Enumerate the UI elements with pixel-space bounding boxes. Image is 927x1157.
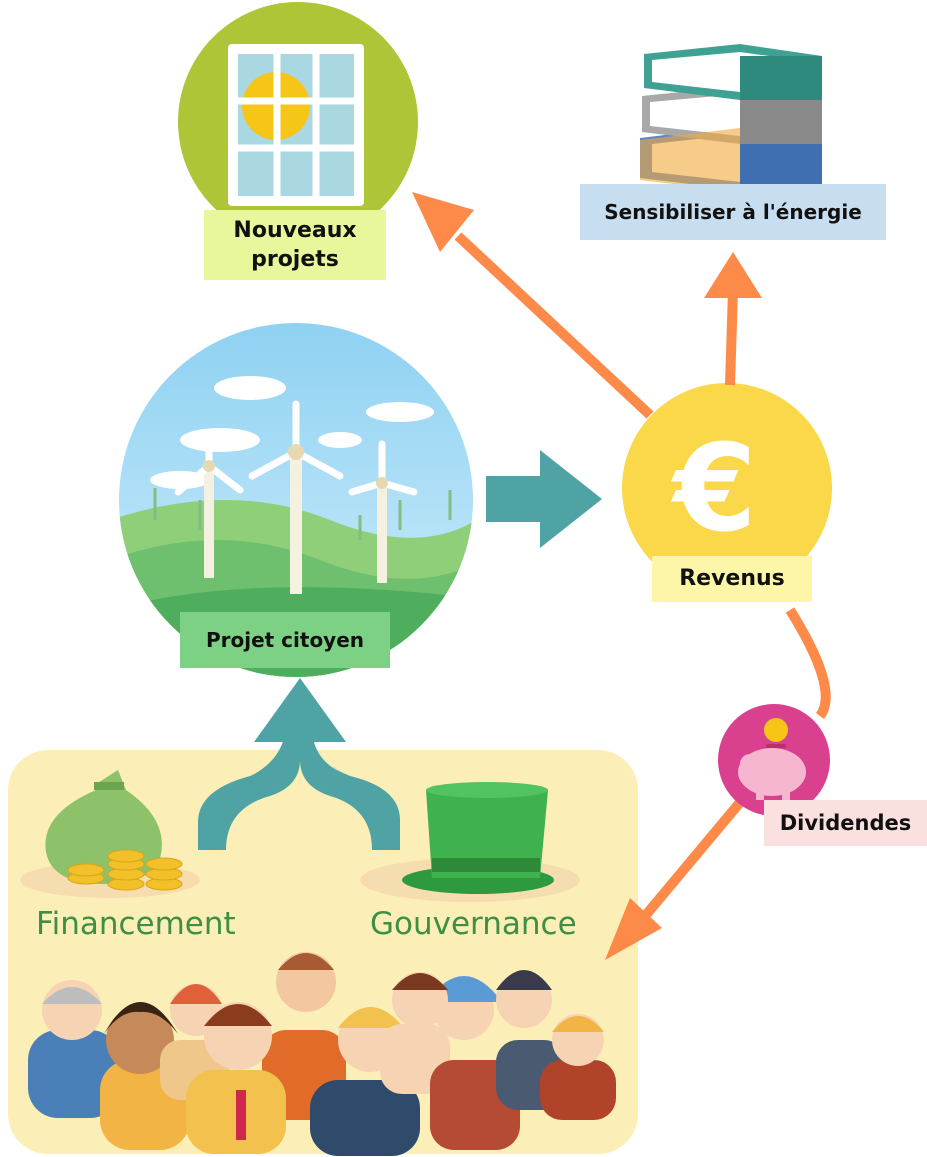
revenus-label: Revenus xyxy=(652,556,812,602)
top-hat-icon xyxy=(360,782,580,902)
solar-panel-icon xyxy=(178,2,418,242)
arrow-revenus-to-nouveaux xyxy=(412,192,654,419)
piggy-bank-icon xyxy=(718,704,830,816)
arrow-citizens-to-projet xyxy=(198,678,400,850)
euro-coin-icon: € xyxy=(622,383,832,593)
nouveaux-projets-label: Nouveaux projets xyxy=(204,210,386,280)
projet-citoyen-label: Projet citoyen xyxy=(180,612,390,668)
money-bag-icon xyxy=(20,770,200,898)
arrow-revenus-to-citizens xyxy=(605,607,831,960)
sensibiliser-label: Sensibiliser à l'énergie xyxy=(580,184,886,240)
books-icon xyxy=(640,44,822,192)
citizens-crowd-icon xyxy=(28,952,616,1156)
dividendes-label: Dividendes xyxy=(764,800,927,846)
arrow-projet-to-revenus xyxy=(486,450,602,548)
arrow-revenus-to-sensibiliser xyxy=(704,252,762,386)
gouvernance-label: Gouvernance xyxy=(370,906,577,942)
euro-symbol: € xyxy=(670,420,757,559)
financement-label: Financement xyxy=(36,906,236,942)
